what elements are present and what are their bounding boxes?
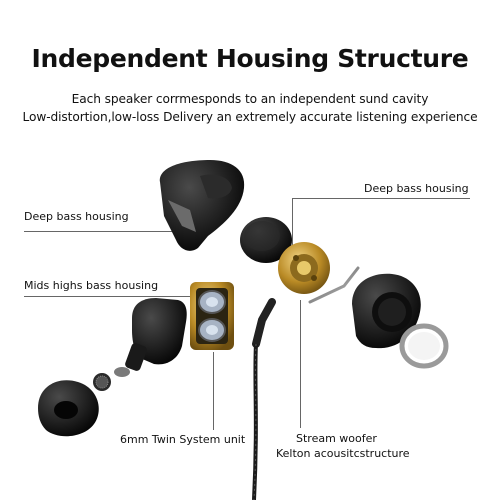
metal-pin [308,266,360,304]
leader-line-deep-bass-right-drop [292,198,293,248]
leader-line-mids-highs [24,296,194,297]
label-deep-bass-housing-left: Deep bass housing [24,210,129,223]
subtitle-line-2: Low-distortion,low-loss Delivery an extr… [22,110,478,124]
right-deep-bass-housing [352,273,421,349]
twin-system-unit [190,282,234,350]
leader-line-woofer [300,300,301,428]
label-kelton-acoustic-structure: Kelton acousitcstructure [276,447,410,460]
leader-line-twin-unit [213,352,214,430]
label-stream-woofer: Stream woofer [296,432,377,445]
ear-tip [38,380,99,437]
subtitle-line-1: Each speaker corrmesponds to an independ… [71,92,429,106]
mids-highs-housing [114,298,187,377]
deep-bass-housing-shell [159,160,245,251]
leader-line-deep-bass-right [292,198,470,199]
mesh-filter [93,373,111,391]
silver-ring [399,323,449,369]
leader-line-deep-bass-left [24,231,184,232]
label-twin-system-unit: 6mm Twin System unit [120,433,246,446]
label-deep-bass-housing-right: Deep bass housing [364,182,469,195]
woofer-driver [278,242,330,294]
bass-cap-disc [240,217,292,263]
earphone-cable [252,298,276,500]
page-title: Independent Housing Structure [31,44,469,73]
label-mids-highs-housing: Mids highs bass housing [24,279,159,292]
